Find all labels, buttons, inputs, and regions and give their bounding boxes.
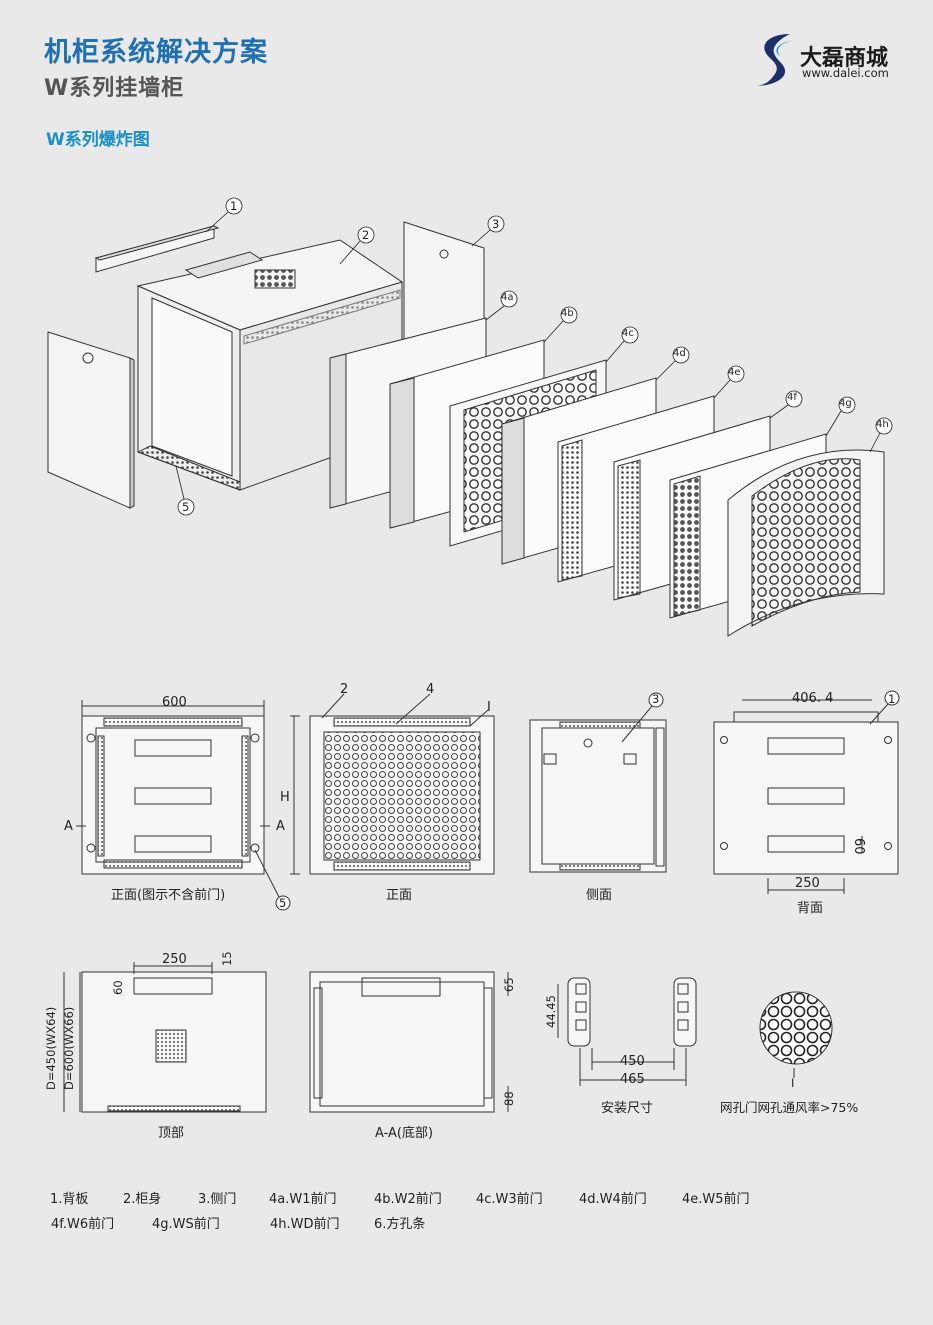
- callout-4c: [605, 326, 639, 363]
- side-door-left: [47, 331, 135, 509]
- page-title: 机柜系统解决方案: [44, 37, 268, 68]
- back-view: [713, 690, 900, 894]
- callout-label-4b: 4b: [561, 308, 574, 319]
- dim-front-width: 600: [162, 695, 187, 710]
- legend-item: 4f.W6前门: [51, 1217, 115, 1232]
- callout-label-4e: 4e: [728, 367, 741, 378]
- callout-label-mesh-i: I: [791, 1076, 795, 1090]
- legend-item: 4c.W3前门: [476, 1192, 543, 1207]
- exploded-view-diagram: [47, 197, 893, 637]
- callout-label-4a: 4a: [501, 292, 514, 303]
- callout-label-4g: 4g: [839, 398, 852, 409]
- callout-label-back-1: 1: [888, 692, 896, 706]
- callout-4b: [543, 306, 578, 343]
- bracket-part: [94, 225, 220, 273]
- callout-label-front-i: I: [487, 700, 491, 715]
- dim-mount-outer: 465: [620, 1072, 645, 1087]
- page-subtitle: W系列挂墙柜: [44, 76, 185, 101]
- mesh-detail: [759, 991, 833, 1078]
- callout-4f: [769, 390, 803, 419]
- legend-item: 4a.W1前门: [269, 1192, 337, 1207]
- dim-back-bottom: 250: [795, 876, 820, 891]
- front-door-4h: [727, 449, 885, 637]
- callout-label-4f: 4f: [787, 392, 797, 403]
- callout-label-front-4: 4: [426, 682, 435, 697]
- section-title: W系列爆炸图: [46, 130, 150, 150]
- legend-item: 4g.WS前门: [152, 1217, 220, 1232]
- section-mark-right: A: [276, 819, 285, 834]
- callout-label-4c: 4c: [622, 328, 634, 339]
- caption-front: 正面: [386, 888, 413, 903]
- dim-bottom-bottom: 88: [502, 1091, 516, 1106]
- cabinet-body: [136, 239, 404, 491]
- callout-2: [339, 226, 375, 265]
- ortho-views-row2: [63, 962, 833, 1113]
- caption-side: 侧面: [586, 888, 613, 903]
- ortho-views-row1: [76, 690, 900, 911]
- dim-mount-vertical: 44.45: [544, 995, 558, 1028]
- legend-item: 4d.W4前门: [579, 1192, 647, 1207]
- dim-front-height: H: [280, 790, 290, 805]
- callout-3: [471, 215, 505, 247]
- callout-label-4h: 4h: [876, 419, 889, 430]
- front-view-no-door: [76, 700, 291, 911]
- caption-mount: 安装尺寸: [601, 1101, 654, 1116]
- callout-label-1: 1: [230, 199, 238, 213]
- section-mark-left: A: [64, 819, 73, 834]
- dim-top-depth-1: D=450(WX64): [44, 1006, 58, 1090]
- front-view: [290, 693, 495, 875]
- dim-top-side: 15: [220, 951, 234, 966]
- caption-top: 顶部: [158, 1126, 185, 1141]
- brand-url: www.dalei.com: [802, 66, 889, 80]
- brand-name: 大磊商城: [800, 46, 889, 71]
- caption-mesh: 网孔门网孔通风率>75%: [720, 1100, 859, 1115]
- callout-4d: [655, 346, 690, 381]
- top-view: [63, 962, 267, 1113]
- caption-bottom: A-A(底部): [375, 1126, 434, 1141]
- legend-item: 4e.W5前门: [682, 1192, 750, 1207]
- legend-item: 4b.W2前门: [374, 1192, 442, 1207]
- callout-4h: [869, 417, 893, 453]
- callout-5: [175, 465, 195, 516]
- dim-back-top: 406. 4: [792, 691, 834, 706]
- callout-label-side-3: 3: [652, 692, 660, 706]
- bottom-view: [309, 971, 509, 1113]
- side-view: [529, 692, 667, 873]
- dim-top-hole: 60: [111, 980, 125, 995]
- mounting-diagram: [557, 977, 697, 1086]
- dim-top-width: 250: [162, 952, 187, 967]
- caption-back: 背面: [797, 901, 824, 916]
- dim-top-depth-2: D=600(WX66): [62, 1006, 76, 1090]
- callout-label-5: 5: [182, 500, 190, 514]
- callout-label-front-5: 5: [279, 896, 287, 910]
- callout-4g: [825, 396, 856, 437]
- callout-1: [205, 197, 243, 233]
- legend-item: 1.背板: [50, 1192, 89, 1207]
- dim-bottom-top: 65: [502, 977, 516, 992]
- dim-back-side: 60: [851, 838, 866, 855]
- callout-label-front-2: 2: [340, 682, 349, 697]
- callout-4a: [485, 290, 518, 321]
- legend-item: 2.柜身: [123, 1192, 162, 1207]
- callout-label-3: 3: [492, 217, 500, 231]
- callout-label-2: 2: [362, 228, 370, 242]
- brand-logo-icon: [754, 34, 796, 86]
- legend-item: 3.侧门: [198, 1192, 237, 1207]
- legend-item: 6.方孔条: [374, 1217, 426, 1232]
- legend-item: 4h.WD前门: [270, 1217, 340, 1232]
- callout-label-4d: 4d: [673, 348, 686, 359]
- caption-front-no-door: 正面(图示不含前门): [111, 888, 226, 903]
- dim-mount-inner: 450: [620, 1054, 645, 1069]
- callout-4e: [713, 365, 745, 399]
